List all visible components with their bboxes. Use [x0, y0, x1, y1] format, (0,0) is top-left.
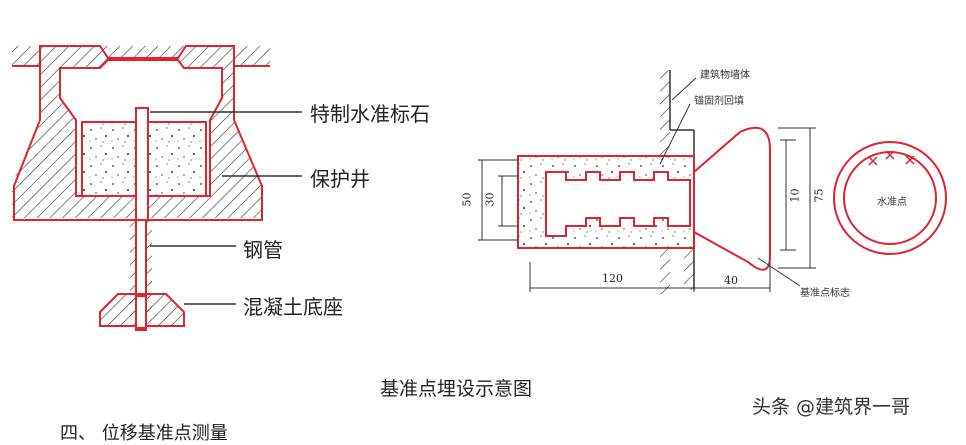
- dim-length: 120: [602, 272, 623, 285]
- benchmark-diagram-canvas: [12, 45, 947, 331]
- footer-partial-heading: 四、 位移基准点测量: [60, 423, 228, 444]
- wall-hatch-lower: [684, 240, 694, 290]
- steel-pipe-core: [135, 219, 147, 331]
- label-steel-pipe: 钢管: [243, 238, 283, 262]
- label-anchor-grout: 锚固剂回填: [694, 96, 744, 107]
- label-benchmark-stone: 特制水准标石: [310, 102, 430, 126]
- diagram-caption: 基准点埋设示意图: [380, 378, 533, 400]
- level-point-inner-ring: [843, 151, 937, 245]
- leader-wall: [671, 77, 697, 101]
- watermark: 头条 @建筑界一哥: [752, 396, 911, 418]
- dim-inner-height: 30: [483, 192, 497, 207]
- leader-marker: [757, 257, 801, 287]
- well-cover-outline: [12, 45, 270, 67]
- label-concrete-base: 混凝土底座: [243, 295, 343, 319]
- base-pipe-end: [135, 295, 147, 329]
- leader-grout: [659, 103, 691, 165]
- dim-head-inner: 10: [788, 188, 802, 203]
- label-level-point: 水准点: [877, 197, 907, 208]
- label-benchmark-marker: 基准点标志: [800, 288, 850, 299]
- label-building-wall: 建筑物墙体: [700, 70, 750, 81]
- dim-outer-height: 50: [460, 192, 474, 207]
- left-benchmark-section: [12, 45, 302, 331]
- level-point-crosses: [868, 150, 915, 166]
- benchmark-marker-head: [693, 126, 771, 271]
- anchor-bolt: [545, 171, 691, 237]
- benchmark-stone-rod: [135, 107, 149, 221]
- label-protective-well: 保护井: [310, 167, 370, 191]
- dimension-lines: [478, 127, 816, 292]
- level-point-outer-ring: [833, 141, 947, 255]
- dim-head-outer: 75: [812, 188, 826, 203]
- dim-head-width: 40: [724, 274, 738, 287]
- right-wall-section: [478, 70, 947, 294]
